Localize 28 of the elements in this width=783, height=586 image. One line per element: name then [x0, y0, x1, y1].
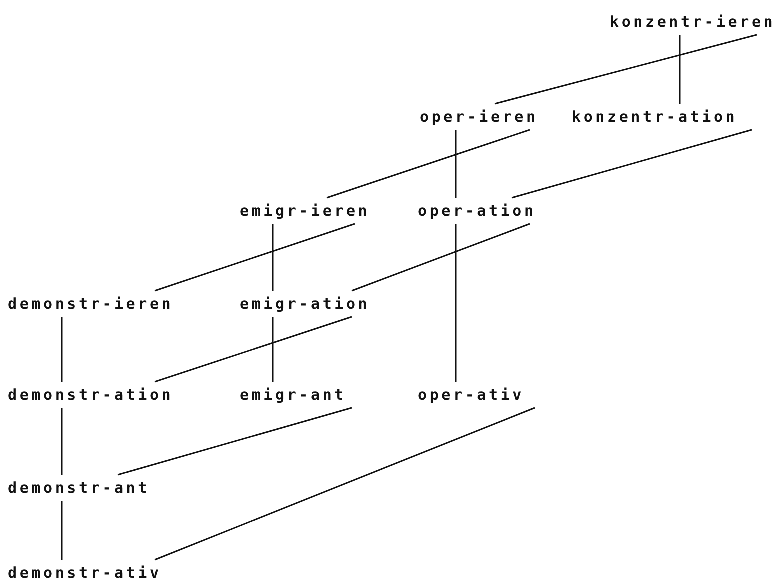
word-label: emigr-ieren — [240, 201, 370, 221]
word-label: konzentr-ation — [572, 107, 738, 127]
word-label: demonstr-ieren — [8, 294, 174, 314]
word-label: emigr-ation — [240, 294, 370, 314]
word-label: oper-ativ — [418, 385, 524, 405]
connector-line — [272, 224, 274, 291]
connector-line — [61, 408, 63, 475]
connector-line — [455, 224, 457, 382]
connector-line — [455, 130, 457, 198]
connector-line — [494, 34, 758, 105]
word-label: demonstr-ativ — [8, 563, 162, 583]
connector-line — [352, 223, 530, 292]
connector-line — [326, 129, 530, 199]
connector-line — [61, 317, 63, 382]
word-label: demonstr-ant — [8, 478, 150, 498]
connector-line — [118, 407, 352, 476]
connector-line — [679, 35, 681, 104]
word-label: emigr-ant — [240, 385, 346, 405]
connector-line — [272, 317, 274, 382]
word-label: oper-ation — [418, 201, 536, 221]
word-label: oper-ieren — [420, 107, 538, 127]
connector-line — [154, 407, 536, 561]
word-label: konzentr-ieren — [610, 12, 776, 32]
connector-line — [154, 223, 356, 292]
word-label: demonstr-ation — [8, 385, 174, 405]
connector-line — [154, 316, 352, 383]
connector-line — [512, 129, 752, 199]
connector-line — [61, 501, 63, 560]
